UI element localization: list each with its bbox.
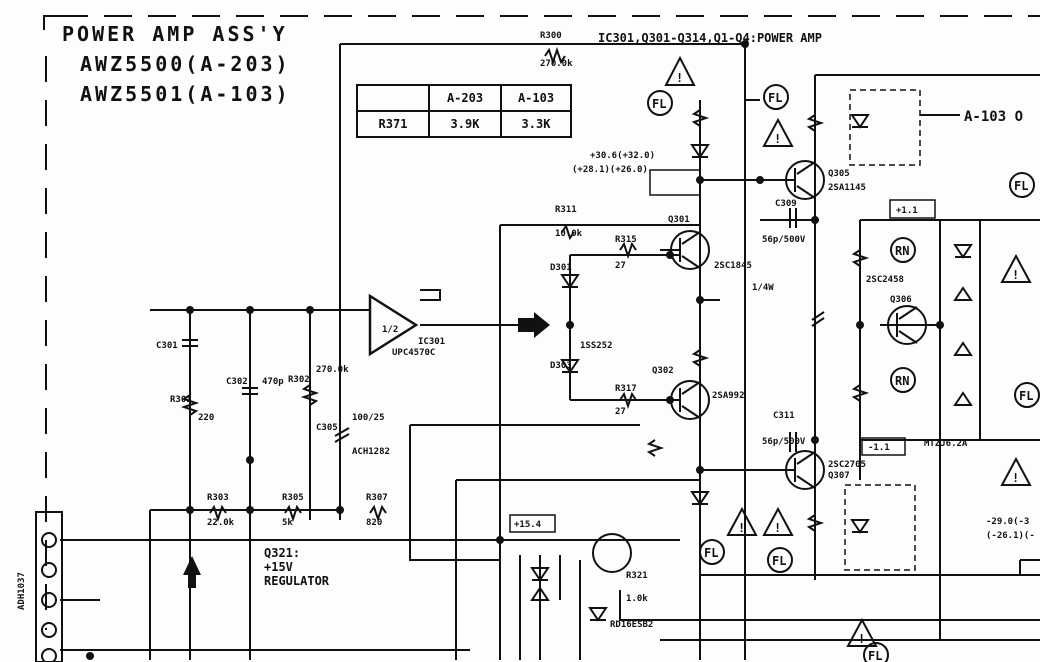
vr-label: 1/4W <box>752 283 774 293</box>
voltage-minus1: -1.1 <box>868 443 890 453</box>
warning-mark-7: ! <box>858 632 865 646</box>
warning-mark-6: ! <box>1012 471 1019 485</box>
q302-type: 2SA992 <box>712 391 745 401</box>
table-header-a103: A-103 <box>500 84 572 112</box>
q306-type: 2SC2458 <box>866 275 904 285</box>
r317-label: R317 <box>615 384 637 394</box>
regulator-voltage: +15V <box>264 560 293 574</box>
fl-mark-7: FL <box>868 649 882 662</box>
c305-label: C305 <box>316 423 338 433</box>
c301-label: C301 <box>156 341 178 351</box>
r321-value: 1.0k <box>626 594 648 604</box>
r300-value: 270.0k <box>540 59 573 69</box>
c311-value: 56p/500V <box>762 437 806 447</box>
warning-mark-3: ! <box>1012 268 1019 282</box>
c305-value: 100/25 <box>352 413 385 423</box>
warning-mark-1: ! <box>676 71 683 85</box>
c309-label: C309 <box>775 199 797 209</box>
r311-value: 10.0k <box>555 229 583 239</box>
d303-value: 1SS252 <box>580 341 613 351</box>
fl-mark-1: FL <box>652 97 666 111</box>
c309-value: 56p/500V <box>762 235 806 245</box>
warning-mark-4: ! <box>738 521 745 535</box>
table-cell-ref: R371 <box>356 110 430 138</box>
d303-label: D303 <box>550 361 572 371</box>
regulator-name: Q321: <box>264 546 300 560</box>
voltage-top-2: (+28.1)(+26.0) <box>572 165 648 175</box>
q305-type: 2SA1145 <box>828 183 866 193</box>
r315-value: 27 <box>615 261 626 271</box>
off-page-label: A-103 O <box>964 109 1023 125</box>
table-cell-a203: 3.9K <box>428 110 502 138</box>
voltage-plus1: +1.1 <box>896 206 918 216</box>
fl-mark-5: FL <box>704 546 718 560</box>
ic-half: 1/2 <box>382 325 398 335</box>
c302-label: C302 <box>226 377 248 387</box>
warning-mark-2: ! <box>774 132 781 146</box>
fl-mark-6: FL <box>772 554 786 568</box>
r303-value: 22.0k <box>207 518 235 528</box>
section-label: IC301,Q301-Q314,Q1-Q4:POWER AMP <box>598 31 822 45</box>
warning-mark-5: ! <box>774 521 781 535</box>
title-line-2: AWZ5500(A-203) <box>80 52 291 76</box>
d301-label: D301 <box>550 263 572 273</box>
table-header-blank <box>356 84 430 112</box>
r317-value: 27 <box>615 407 626 417</box>
q307-type: 2SC2705 <box>828 460 866 470</box>
fl-mark-2: FL <box>768 91 782 105</box>
title-line-1: POWER AMP ASS'Y <box>62 22 288 46</box>
r321-label: R321 <box>626 571 648 581</box>
r305-value: 5k <box>282 518 293 528</box>
r303-label: R303 <box>207 493 229 503</box>
title-line-3: AWZ5501(A-103) <box>80 82 291 106</box>
r315-label: R315 <box>615 235 637 245</box>
rn-mark-2: RN <box>895 374 909 388</box>
voltage-neg: -29.0(-3 <box>986 517 1029 527</box>
resistor-table: A-203 A-103 R371 3.9K 3.3K <box>356 84 572 138</box>
fl-mark-3: FL <box>1014 179 1028 193</box>
r307-label: R307 <box>366 493 388 503</box>
c311-label: C311 <box>773 411 795 421</box>
r301-label: R301 <box>170 395 192 405</box>
q302-label: Q302 <box>652 366 674 376</box>
r311-label: R311 <box>555 205 577 215</box>
voltage-neg-2: (-26.1)(- <box>986 531 1035 541</box>
r302-label: R302 <box>288 375 310 385</box>
r305-label: R305 <box>282 493 304 503</box>
voltage-plus15: +15.4 <box>514 520 542 530</box>
voltage-top: +30.6(+32.0) <box>590 151 655 161</box>
connector-label: ADH1037 <box>17 572 27 610</box>
c302-value: 470p <box>262 377 284 387</box>
q306-label: Q306 <box>890 295 912 305</box>
r301-value: 220 <box>198 413 214 423</box>
regulator-function: REGULATOR <box>264 574 330 588</box>
c305-type: ACH1282 <box>352 447 390 457</box>
table-cell-a103: 3.3K <box>500 110 572 138</box>
r302-value: 270.0k <box>316 365 349 375</box>
ic-type: UPC4570C <box>392 348 435 358</box>
q301-type: 2SC1845 <box>714 261 752 271</box>
zener-2: RD16ESB2 <box>610 620 653 630</box>
q305-label: Q305 <box>828 169 850 179</box>
q307-label: Q307 <box>828 471 850 481</box>
rn-mark-1: RN <box>895 244 909 258</box>
r300-label: R300 <box>540 31 562 41</box>
fl-mark-4: FL <box>1019 389 1033 403</box>
table-header-a203: A-203 <box>428 84 502 112</box>
r307-value: 820 <box>366 518 382 528</box>
zener-1: MTZJ6.2A <box>924 439 968 449</box>
q301-label: Q301 <box>668 215 690 225</box>
ic-label: IC301 <box>418 337 445 347</box>
